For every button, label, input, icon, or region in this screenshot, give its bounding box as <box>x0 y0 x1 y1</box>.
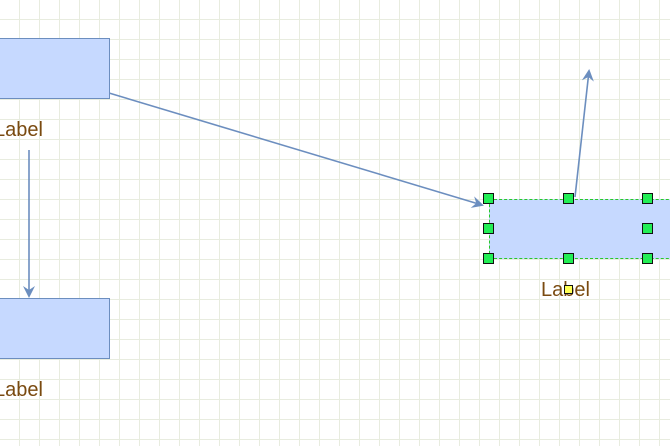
edge-shape1-to-shape3[interactable] <box>108 92 484 208</box>
shape-1-label[interactable]: Label <box>0 119 43 141</box>
shape-2-label[interactable]: Label <box>0 379 43 401</box>
resize-handle-bottom-left[interactable] <box>483 253 494 264</box>
resize-handle-bottom-center[interactable] <box>563 253 574 264</box>
diagram-shape-3-selected[interactable] <box>489 199 670 259</box>
resize-handle-top-right[interactable] <box>642 193 653 204</box>
label-move-handle[interactable] <box>564 285 573 294</box>
resize-handle-top-center[interactable] <box>563 193 574 204</box>
diagram-shape-1[interactable] <box>0 38 110 99</box>
resize-handle-middle-left[interactable] <box>483 223 494 234</box>
edge-shape3-unconnected[interactable] <box>574 69 594 198</box>
resize-handle-bottom-right[interactable] <box>642 253 653 264</box>
diagram-shape-2[interactable] <box>0 298 110 359</box>
resize-handle-middle-right[interactable] <box>642 223 653 234</box>
resize-handle-top-left[interactable] <box>483 193 494 204</box>
